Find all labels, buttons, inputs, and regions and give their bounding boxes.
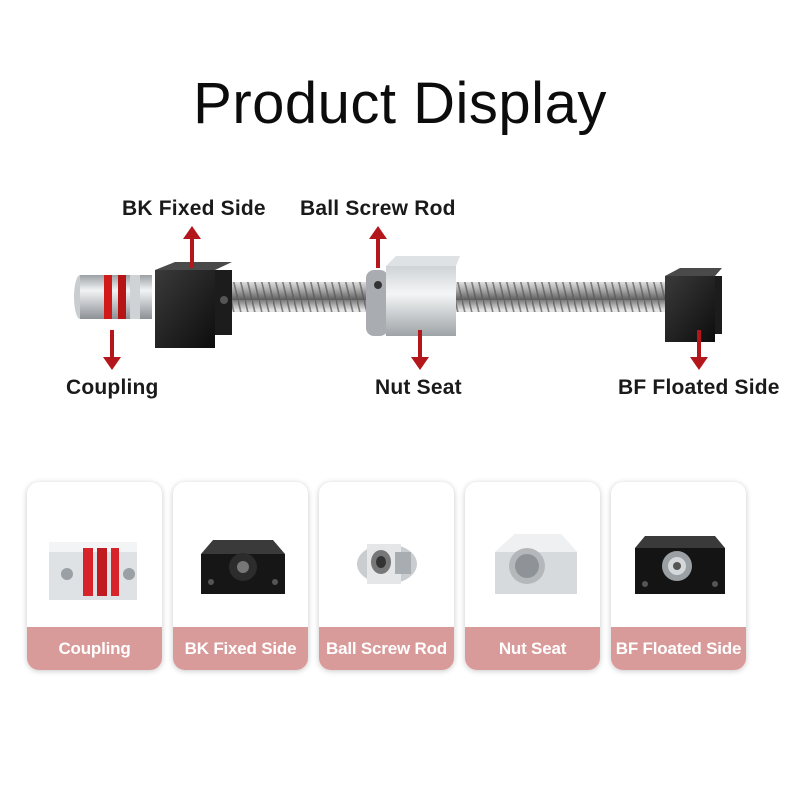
card-label: Coupling [27, 627, 162, 670]
arrow-bk-fixed-side [183, 226, 201, 268]
label-nut-seat: Nut Seat [375, 376, 462, 399]
card-ball-screw-rod: Ball Screw Rod [319, 482, 454, 670]
card-bk-fixed-side: BK Fixed Side [173, 482, 308, 670]
arrow-ball-screw-rod [369, 226, 387, 268]
card-nut-seat: Nut Seat [465, 482, 600, 670]
coupling-part [74, 275, 152, 319]
label-bk-fixed-side: BK Fixed Side [122, 197, 266, 220]
card-label: Ball Screw Rod [319, 627, 454, 670]
bk-fixed-block [155, 262, 232, 348]
ball-screw-assembly-illustration [74, 256, 722, 348]
card-label: Nut Seat [465, 627, 600, 670]
label-coupling: Coupling [66, 376, 159, 399]
label-ball-screw-rod: Ball Screw Rod [300, 197, 456, 220]
card-bf-floated-side: BF Floated Side [611, 482, 746, 670]
card-label: BK Fixed Side [173, 627, 308, 670]
product-card-row: Coupling BK Fixed Side Ball Screw Rod [0, 482, 800, 672]
bk-fixed-side-icon [201, 540, 285, 594]
assembly-diagram: BK Fixed Side Ball Screw Rod Coupling Nu… [66, 197, 780, 399]
ball-screw-nut-icon [357, 544, 417, 584]
arrow-bf-floated-side [690, 330, 708, 370]
page-title: Product Display [193, 71, 607, 136]
card-coupling: Coupling [27, 482, 162, 670]
arrow-coupling [103, 330, 121, 370]
coupling-icon [49, 542, 137, 600]
label-bf-floated-side: BF Floated Side [618, 376, 780, 399]
bf-floated-block [665, 268, 722, 342]
arrow-nut-seat [411, 330, 429, 370]
nut-seat-part [366, 256, 460, 336]
bf-floated-side-icon [635, 536, 725, 594]
nut-seat-icon [495, 534, 577, 594]
card-label: BF Floated Side [611, 627, 746, 670]
